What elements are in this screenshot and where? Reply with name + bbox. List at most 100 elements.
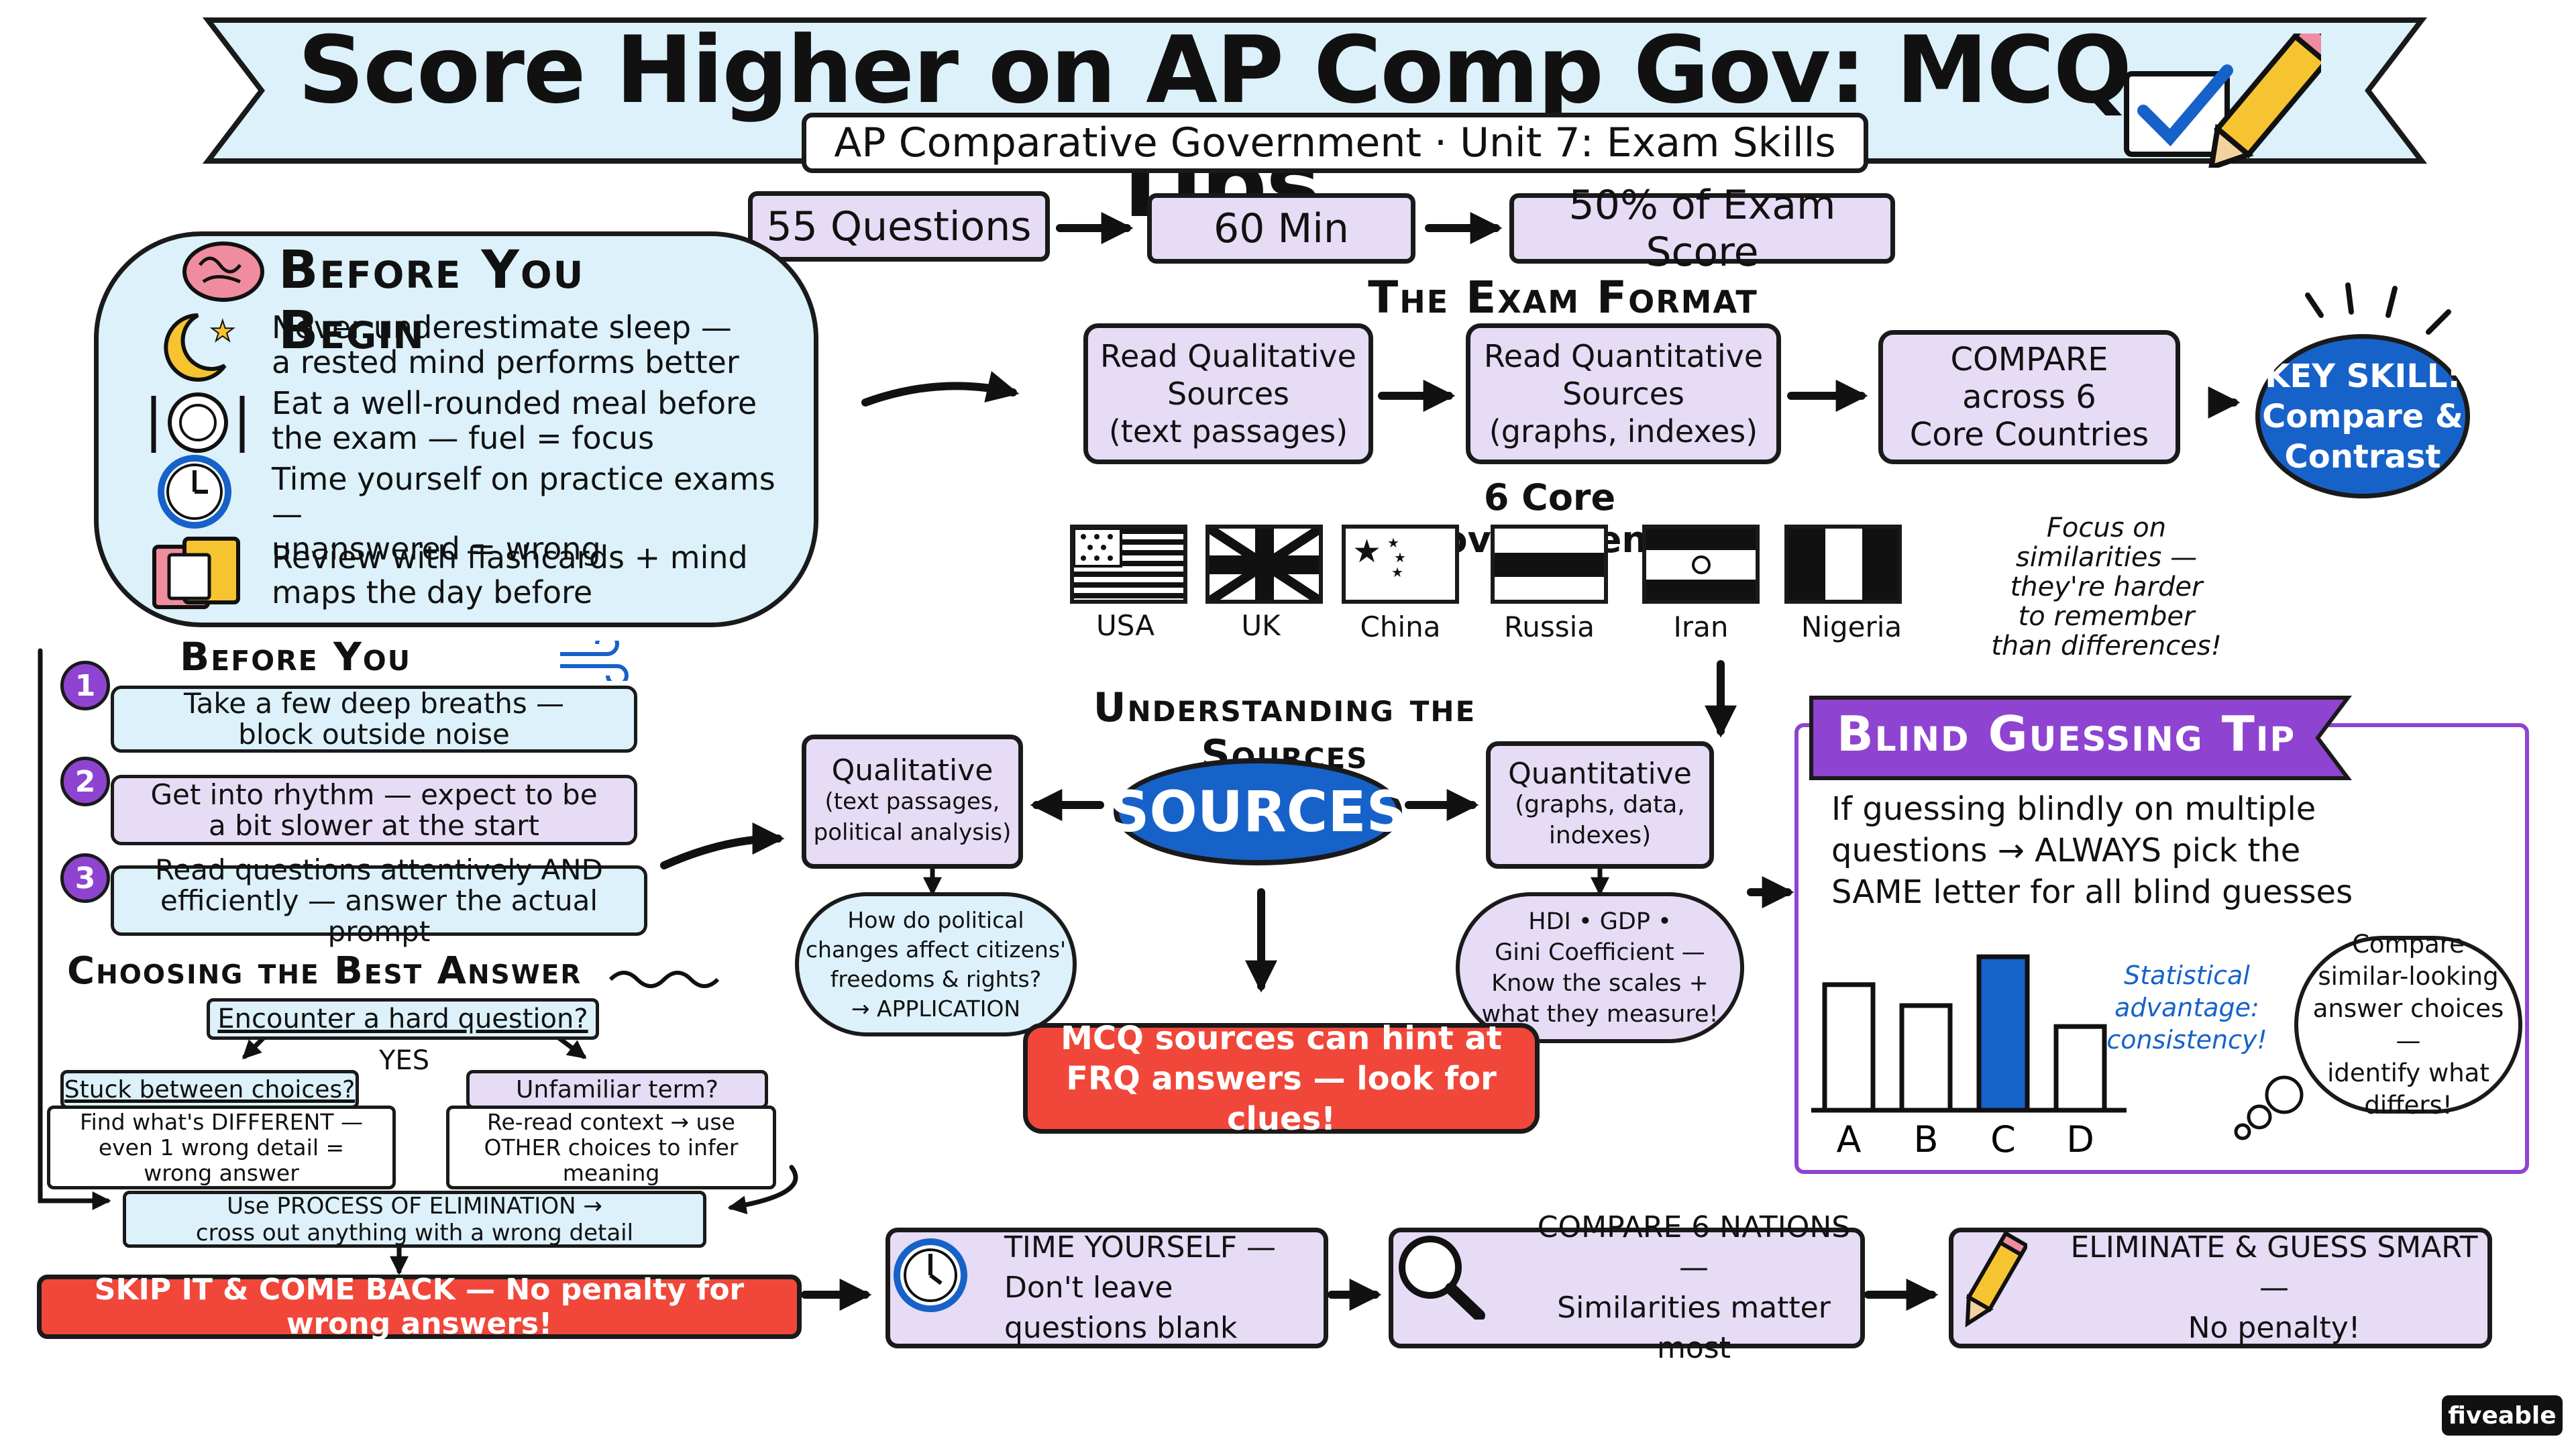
elimination-box: Use PROCESS OF ELIMINATION → cross out a…: [123, 1191, 706, 1248]
body-line: Find what's DIFFERENT —: [80, 1108, 363, 1135]
step-line: Read Qualitative: [1100, 338, 1356, 374]
blind-line: If guessing blindly on multiple: [1831, 790, 2316, 828]
country-label-russia: Russia: [1503, 610, 1595, 643]
step-line: Sources: [1562, 376, 1684, 412]
tip-line: Don't leave questions blank: [1004, 1271, 1238, 1345]
country-label-china: China: [1360, 610, 1441, 643]
flag-usa-icon: [1070, 525, 1187, 604]
squiggle-decoration: [608, 971, 720, 988]
svg-text:★: ★: [1394, 549, 1406, 566]
cloud-line: changes affect citizens': [805, 936, 1067, 963]
flag-russia-icon: [1491, 525, 1608, 604]
step-line: Read Quantitative: [1483, 338, 1764, 374]
stuck-label-text: Stuck between choices?: [64, 1075, 356, 1104]
quant-line: (graphs, data,: [1515, 791, 1685, 818]
tip-eliminate-guess: ELIMINATE & GUESS SMART — No penalty!: [1949, 1228, 2492, 1348]
arrow-choose-left: [242, 1034, 268, 1059]
qual-line: Qualitative: [831, 753, 994, 788]
country-label-uk: UK: [1241, 609, 1281, 642]
quantitative-cloud: HDI • GDP • Gini Coefficient — Know the …: [1456, 892, 1744, 1043]
blind-guess-heading: Blind Guessing Tip: [1836, 706, 2296, 762]
blind-line: questions → ALWAYS pick the: [1831, 832, 2301, 869]
format-step-quantitative: Read Quantitative Sources (graphs, index…: [1466, 323, 1781, 464]
stat-line: Statistical: [2124, 961, 2250, 990]
note-line: to remember: [2018, 601, 2195, 632]
key-skill-badge: KEY SKILL: Compare & Contrast: [2255, 334, 2470, 498]
country-label-usa: USA: [1096, 609, 1155, 642]
stat-line: consistency!: [2106, 1025, 2267, 1055]
flag-china-icon: ★ ★★ ★: [1342, 525, 1459, 604]
cloud-line: freedoms & rights?: [830, 965, 1042, 992]
arrow-left-rail: [38, 648, 111, 1210]
format-step-qualitative: Read Qualitative Sources (text passages): [1083, 323, 1373, 464]
quant-line: Quantitative: [1508, 757, 1692, 791]
format-step-compare: COMPARE across 6 Core Countries: [1878, 330, 2180, 464]
compare-choices-cloud: Compare similar-looking answer choices —…: [2294, 930, 2522, 1120]
hint-line: MCQ sources can hint at: [1061, 1019, 1502, 1057]
cloud-line: → APPLICATION: [851, 995, 1021, 1022]
item-line: maps the day before: [272, 574, 593, 610]
qual-line: (text passages,: [824, 788, 1000, 815]
yes-label: YES: [379, 1045, 430, 1076]
skip-banner: SKIP IT & COME BACK — No penalty for wro…: [37, 1273, 802, 1341]
statistical-note: Statistical advantage: consistency!: [2103, 959, 2271, 1056]
hint-line: FRQ answers — look for clues!: [1066, 1059, 1497, 1138]
arrow-choose-right: [554, 1034, 587, 1059]
clock-icon: [154, 453, 235, 530]
item-line: the exam — fuel = focus: [272, 420, 655, 456]
tip-compare-nations: COMPARE 6 NATIONS — Similarities matter …: [1389, 1210, 1865, 1365]
sources-center-oval: SOURCES: [1109, 758, 1407, 865]
step-number-1: 1: [60, 661, 110, 710]
flashcards-icon: [148, 533, 255, 614]
moon-star-icon: ★: [151, 309, 238, 382]
blind-line: SAME letter for all blind guesses: [1831, 873, 2353, 911]
step-line: Core Countries: [1909, 416, 2149, 453]
step-number-3: 3: [60, 853, 110, 903]
item-line: Time yourself on practice exams —: [272, 461, 775, 532]
hard-question-box: Encounter a hard question?: [207, 998, 599, 1040]
plate-utensils-icon: [144, 386, 252, 460]
arrow-bubble-sources: [660, 822, 785, 869]
qual-line: political analysis): [813, 819, 1012, 846]
before-begin-item-3: Time yourself on practice exams — unansw…: [272, 462, 808, 566]
body-line: Re-read context → use: [487, 1108, 735, 1135]
arrow-right-curl: [727, 1165, 798, 1215]
bubble-step-1: Take a few deep breaths — block outside …: [111, 686, 637, 753]
flag-uk-icon: [1205, 525, 1323, 604]
cloud-line: Gini Coefficient —: [1495, 938, 1705, 966]
step-line: (graphs, indexes): [1489, 413, 1758, 449]
body-line: OTHER choices to infer: [484, 1134, 739, 1161]
item-line: unanswered = wrong: [272, 531, 601, 567]
stat-questions: 55 Questions: [748, 191, 1050, 262]
elimination-line: cross out anything with a wrong detail: [195, 1219, 634, 1246]
flag-nigeria-icon: [1784, 525, 1902, 604]
svg-text:★: ★: [210, 315, 235, 347]
qualitative-box: Qualitative (text passages, political an…: [802, 735, 1023, 869]
unfamiliar-label-text: Unfamiliar term?: [516, 1075, 718, 1104]
blind-guess-text: If guessing blindly on multiple question…: [1831, 788, 2502, 913]
brain-icon: [180, 238, 267, 309]
unfamiliar-body: Re-read context → use OTHER choices to i…: [446, 1106, 776, 1189]
before-begin-item-4: Review with flashcards + mind maps the d…: [272, 540, 808, 610]
note-line: similarities —: [2015, 542, 2198, 573]
bar-b: [1899, 1003, 1953, 1113]
stat-line: advantage:: [2114, 993, 2259, 1022]
exam-format-heading: The Exam Format: [1368, 272, 1758, 323]
note-line: they're harder: [2010, 572, 2203, 602]
cloud-line: Compare: [2352, 929, 2465, 959]
body-line: meaning: [562, 1159, 660, 1186]
step-line: block outside noise: [238, 718, 510, 751]
item-line: Review with flashcards + mind: [272, 539, 748, 576]
elimination-line: Use PROCESS OF ELIMINATION →: [227, 1192, 602, 1220]
tip-line: TIME YOURSELF —: [1004, 1230, 1277, 1265]
bar-label-c: C: [1990, 1118, 2016, 1161]
bubble-step-2: Get into rhythm — expect to be a bit slo…: [111, 775, 637, 845]
cloud-line: How do political: [847, 906, 1024, 933]
step-line: efficiently — answer the actual prompt: [160, 883, 598, 948]
step-number-2: 2: [60, 757, 110, 806]
quantitative-box: Quantitative (graphs, data, indexes): [1486, 741, 1714, 869]
bar-label-b: B: [1913, 1118, 1938, 1161]
